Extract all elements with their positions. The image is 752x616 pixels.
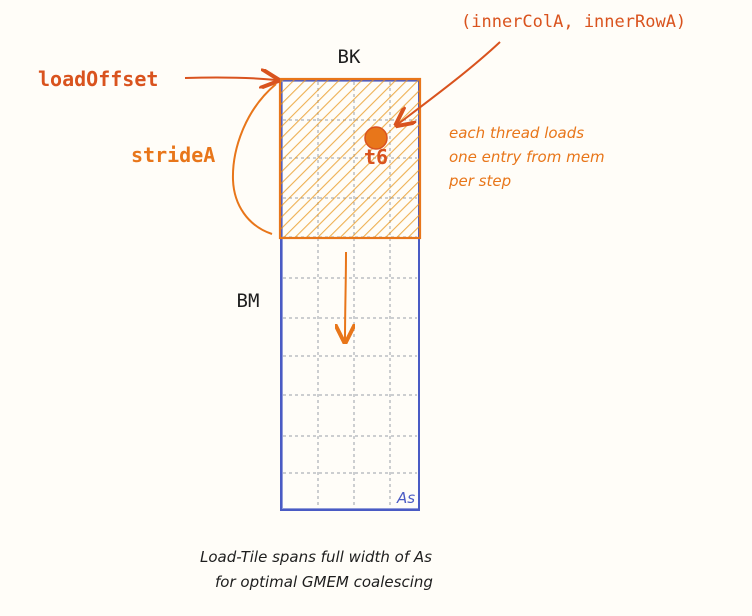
caption: Load-Tile spans full width of As for opt… bbox=[200, 548, 433, 591]
inner-coords-arrow bbox=[398, 41, 501, 124]
load-offset-label: loadOffset bbox=[38, 67, 158, 91]
load-tile-outline bbox=[278, 77, 422, 240]
as-label: As bbox=[396, 489, 415, 507]
inner-coords-label: (innerColA, innerRowA) bbox=[461, 12, 686, 32]
thread-label: t6 bbox=[364, 145, 388, 169]
thread-note-line: each thread loads bbox=[449, 124, 584, 142]
load-tile bbox=[278, 77, 422, 240]
thread-note-line: one entry from mem bbox=[449, 148, 605, 166]
load-offset-arrow bbox=[184, 77, 276, 80]
caption-line: for optimal GMEM coalescing bbox=[215, 573, 433, 591]
thread-note-line: per step bbox=[448, 172, 511, 190]
stride-brace bbox=[231, 83, 277, 235]
load-tile-hatch bbox=[281, 80, 419, 238]
thread-note: each thread loads one entry from mem per… bbox=[448, 124, 605, 190]
caption-line: Load-Tile spans full width of As bbox=[200, 548, 432, 566]
stride-a-label: strideA bbox=[131, 143, 215, 167]
thread-marker bbox=[364, 126, 388, 150]
bk-label: BK bbox=[338, 46, 361, 68]
step-direction-arrow bbox=[345, 251, 346, 340]
bm-label: BM bbox=[237, 290, 260, 312]
